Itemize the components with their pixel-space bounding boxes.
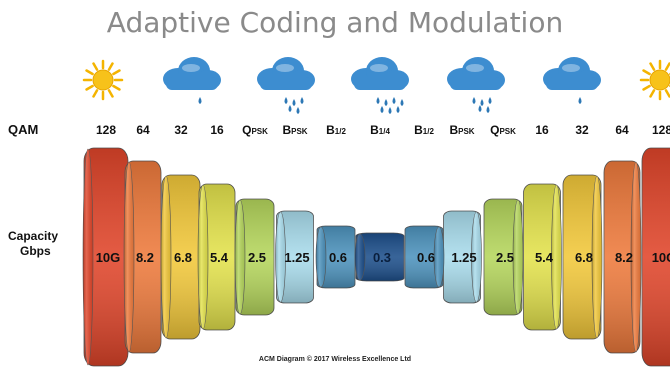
capacity-segment: 6.8 xyxy=(160,174,201,340)
capacity-segment: 0.3 xyxy=(354,232,405,282)
qam-row-label: QAM xyxy=(8,122,38,137)
modulation-label: QPSK xyxy=(490,123,516,137)
modulation-label: 16 xyxy=(210,123,224,137)
modulation-label: 128 xyxy=(96,123,116,137)
capacity-value: 5.4 xyxy=(535,250,554,265)
capacity-segment: 1.25 xyxy=(275,210,314,304)
capacity-value: 1.25 xyxy=(451,250,476,265)
cloud-rain-icon xyxy=(257,57,315,114)
modulation-label: QPSK xyxy=(242,123,268,137)
capacity-label-line1: Capacity xyxy=(8,229,58,243)
capacity-value: 8.2 xyxy=(615,250,633,265)
capacity-segment: 10G xyxy=(641,147,670,367)
modulation-label: 32 xyxy=(575,123,589,137)
capacity-value: 0.3 xyxy=(373,250,391,265)
capacity-segment: 5.4 xyxy=(523,183,562,331)
sun-icon xyxy=(639,59,670,101)
capacity-segment: 8.2 xyxy=(123,160,162,354)
capacity-label-line2: Gbps xyxy=(20,244,51,258)
capacity-value: 6.8 xyxy=(174,250,192,265)
modulation-label: BPSK xyxy=(282,123,307,137)
cloud-light-rain-icon xyxy=(163,57,221,104)
modulation-label: B1/4 xyxy=(370,123,390,137)
capacity-value: 2.5 xyxy=(496,250,514,265)
capacity-value: 8.2 xyxy=(136,250,154,265)
cloud-light-rain-icon xyxy=(543,57,601,104)
capacity-value: 10G xyxy=(652,250,670,265)
modulation-label: 128 xyxy=(652,123,670,137)
capacity-value: 5.4 xyxy=(210,250,229,265)
copyright-footer: ACM Diagram © 2017 Wireless Excellence L… xyxy=(258,356,412,363)
modulation-label: 64 xyxy=(136,123,150,137)
capacity-value: 0.6 xyxy=(329,250,347,265)
modulation-label: 16 xyxy=(535,123,549,137)
capacity-segment: 5.4 xyxy=(197,183,236,331)
capacity-value: 6.8 xyxy=(575,250,593,265)
modulation-label: 64 xyxy=(615,123,629,137)
capacity-segment: 8.2 xyxy=(603,160,642,354)
capacity-value: 0.6 xyxy=(417,250,435,265)
sun-icon xyxy=(82,59,124,101)
capacity-value: 1.25 xyxy=(284,250,309,265)
capacity-segment: 0.6 xyxy=(315,225,356,289)
capacity-segment: 2.5 xyxy=(234,198,275,316)
cloud-heavy-rain-icon xyxy=(447,57,505,113)
capacity-segment: 0.6 xyxy=(404,225,445,289)
modulation-label: BPSK xyxy=(449,123,474,137)
capacity-value: 10G xyxy=(96,250,121,265)
capacity-segment: 6.8 xyxy=(562,174,603,340)
capacity-segment: 1.25 xyxy=(443,210,482,304)
cloud-heavy-rain-icon xyxy=(351,57,409,114)
modulation-label: B1/2 xyxy=(326,123,346,137)
diagram-title: Adaptive Coding and Modulation xyxy=(106,6,564,39)
capacity-segment: 10G xyxy=(82,147,129,367)
modulation-label: B1/2 xyxy=(414,123,434,137)
modulation-label: 32 xyxy=(174,123,188,137)
capacity-value: 2.5 xyxy=(248,250,266,265)
capacity-segment: 2.5 xyxy=(483,198,524,316)
